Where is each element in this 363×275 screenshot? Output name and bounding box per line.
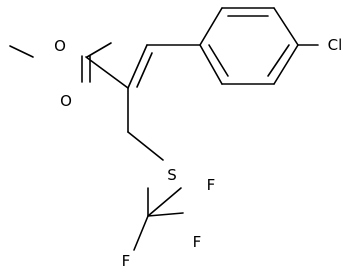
atom-label-layer: O O Cl S F F F — [54, 36, 342, 270]
ring-bond-6 — [199, 44, 223, 85]
bond-methylene-sulfur — [127, 131, 164, 161]
bond-vinyl-double-2 — [136, 52, 153, 88]
fluorine-top-label: F — [207, 176, 216, 194]
sulfur-label: S — [167, 166, 177, 184]
bond-cf3-fluorine-right — [147, 212, 184, 217]
bond-ester-oxygen-carbonyl — [86, 42, 112, 58]
chlorine-label: Cl — [328, 36, 343, 54]
bond-layer — [9, 7, 319, 251]
bond-sulfur-cf3 — [147, 187, 182, 217]
ring-inner-bond-left — [208, 44, 229, 77]
bond-carbonyl-alpha — [85, 56, 129, 89]
ring-bond-3 — [273, 7, 299, 46]
carbonyl-oxygen-label: O — [60, 92, 72, 110]
ester-oxygen-label: O — [54, 37, 66, 55]
ring-bond-1 — [199, 7, 223, 46]
bond-methyl-ester-oxygen — [9, 45, 34, 58]
ring-inner-bond-right — [267, 44, 290, 77]
bond-cf3-fluorine-left — [133, 215, 149, 251]
ring-bond-4 — [273, 44, 299, 85]
fluorine-right-label: F — [193, 233, 202, 251]
fluorine-left-label: F — [122, 252, 131, 270]
bond-vinyl-double-1 — [127, 44, 148, 89]
